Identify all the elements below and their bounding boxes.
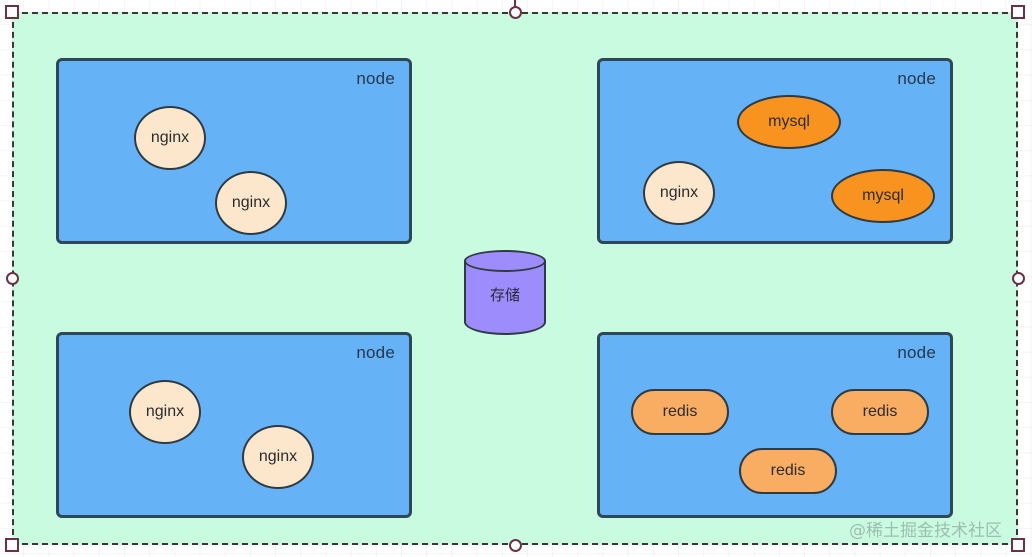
node-box-top-right[interactable]: node mysql nginx mysql: [597, 58, 953, 244]
cylinder-top-ellipse: [464, 250, 546, 272]
node-label: node: [897, 343, 936, 362]
pod-label: mysql: [768, 113, 810, 130]
pod-nginx[interactable]: nginx: [242, 425, 314, 489]
node-label: node: [356, 69, 395, 88]
handle-bottom-left[interactable]: [5, 538, 19, 552]
pod-nginx[interactable]: nginx: [643, 161, 715, 225]
node-label: node: [356, 343, 395, 362]
selected-shape-group[interactable]: node nginx nginx node mysql nginx mysql: [5, 0, 1025, 552]
pod-label: mysql: [862, 187, 904, 204]
storage-cylinder[interactable]: 存储: [464, 250, 546, 335]
pod-label: nginx: [258, 448, 298, 465]
handle-top-center[interactable]: [508, 5, 522, 19]
pod-label: nginx: [145, 403, 185, 420]
node-label: node: [897, 69, 936, 88]
pod-nginx[interactable]: nginx: [129, 380, 201, 444]
pod-redis[interactable]: redis: [831, 389, 929, 435]
node-box-bottom-left[interactable]: node nginx nginx: [56, 332, 412, 518]
pod-nginx[interactable]: nginx: [134, 106, 206, 170]
pod-label: redis: [770, 462, 806, 479]
node-box-bottom-right[interactable]: node redis redis redis: [597, 332, 953, 518]
handle-bottom-center[interactable]: [508, 538, 522, 552]
pod-label: nginx: [659, 184, 699, 201]
pod-mysql[interactable]: mysql: [737, 95, 841, 149]
node-box-top-left[interactable]: node nginx nginx: [56, 58, 412, 244]
pod-mysql[interactable]: mysql: [831, 169, 935, 223]
handle-left-center[interactable]: [5, 272, 19, 285]
pod-label: nginx: [231, 194, 271, 211]
pod-nginx[interactable]: nginx: [215, 171, 287, 235]
storage-label: 存储: [489, 286, 520, 304]
handle-top-left[interactable]: [5, 5, 19, 19]
pod-redis[interactable]: redis: [631, 389, 729, 435]
watermark-text: @稀土掘金技术社区: [849, 521, 1002, 541]
pod-redis[interactable]: redis: [739, 448, 837, 494]
pod-label: redis: [862, 403, 898, 420]
pod-label: nginx: [150, 129, 190, 146]
pod-label: redis: [662, 403, 698, 420]
handle-bottom-right[interactable]: [1011, 538, 1025, 552]
handle-top-right[interactable]: [1011, 5, 1025, 19]
cluster-background[interactable]: node nginx nginx node mysql nginx mysql: [12, 12, 1018, 545]
handle-right-center[interactable]: [1011, 272, 1025, 285]
